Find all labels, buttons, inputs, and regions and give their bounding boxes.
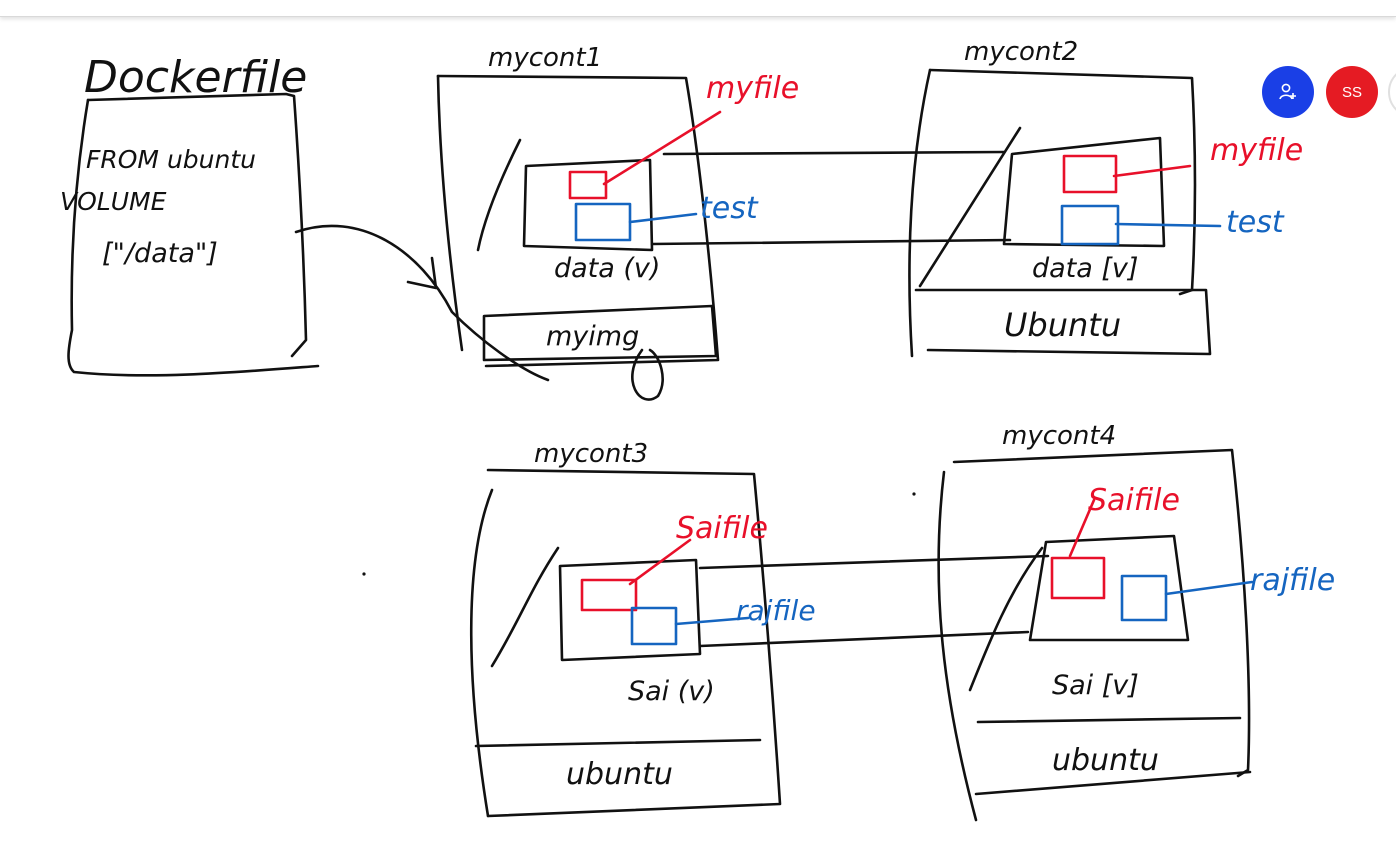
top-toolbar [0,0,1396,17]
container4-title: mycont4 [1002,421,1116,451]
container3-red-file-label: Saifile [676,511,768,546]
dockerfile-path-line: ["/data"] [102,238,218,269]
container-mycont4: mycont4 Sai [v] ubuntu Saifile rajfile [937,421,1335,822]
container1-red-file-label: myfile [706,71,799,106]
container3-title: mycont3 [534,439,648,469]
dockerfile-title: Dockerfile [84,52,307,103]
container4-os-label: ubuntu [1052,743,1159,778]
container2-red-file [1062,154,1118,194]
add-participant-button[interactable] [1262,66,1314,118]
volume-share-line-bottom-2 [698,630,1030,648]
container3-blue-file-label: rajfile [736,594,816,627]
container1-blue-file-label: test [700,191,759,226]
person-add-icon [1279,83,1296,100]
container4-red-file [1050,556,1106,600]
user-initials: SS [1341,83,1362,101]
container-mycont1: mycont1 data (v) myimg myfile test [436,43,799,401]
container2-red-file-label: myfile [1210,133,1303,168]
container2-volume-label: data [v] [1032,253,1138,284]
container2-blue-file-label: test [1226,205,1285,240]
volume-share-line-bottom-1 [698,554,1050,570]
container3-red-file [580,578,638,612]
dockerfile-from-line: FROM ubuntu [86,145,256,174]
container3-os-label: ubuntu [566,757,673,792]
ink-dot [912,492,916,496]
container1-volume-label: data (v) [554,253,660,284]
container2-title: mycont2 [964,37,1078,67]
container4-red-file-label: Saifile [1088,483,1180,518]
container-mycont2: mycont2 data [v] Ubuntu myfile test [908,37,1303,358]
container1-red-file [568,170,608,200]
container4-volume-label: Sai [v] [1052,670,1139,701]
user-avatar[interactable]: SS [1326,66,1378,118]
image-label: myimg [546,321,639,352]
container3-volume-label: Sai (v) [628,676,715,707]
volume-share-line-top-1 [662,150,1006,156]
dockerfile-sketch: Dockerfile FROM ubuntu VOLUME ["/data"] [60,52,550,382]
container2-blue-file [1060,204,1120,246]
container4-blue-file [1120,574,1168,622]
volume-share-line-top-2 [650,238,1012,246]
ink-dot [362,572,366,576]
container1-title: mycont1 [488,43,602,73]
container-mycont3: mycont3 Sai (v) ubuntu Saifile rajfile [469,439,816,818]
container1-blue-file [574,202,632,242]
container3-blue-file [630,606,678,646]
container2-os-label: Ubuntu [1004,306,1121,344]
build-arrow [294,224,550,382]
container4-blue-file-label: rajfile [1250,563,1335,598]
dockerfile-volume-line: VOLUME [60,187,167,216]
